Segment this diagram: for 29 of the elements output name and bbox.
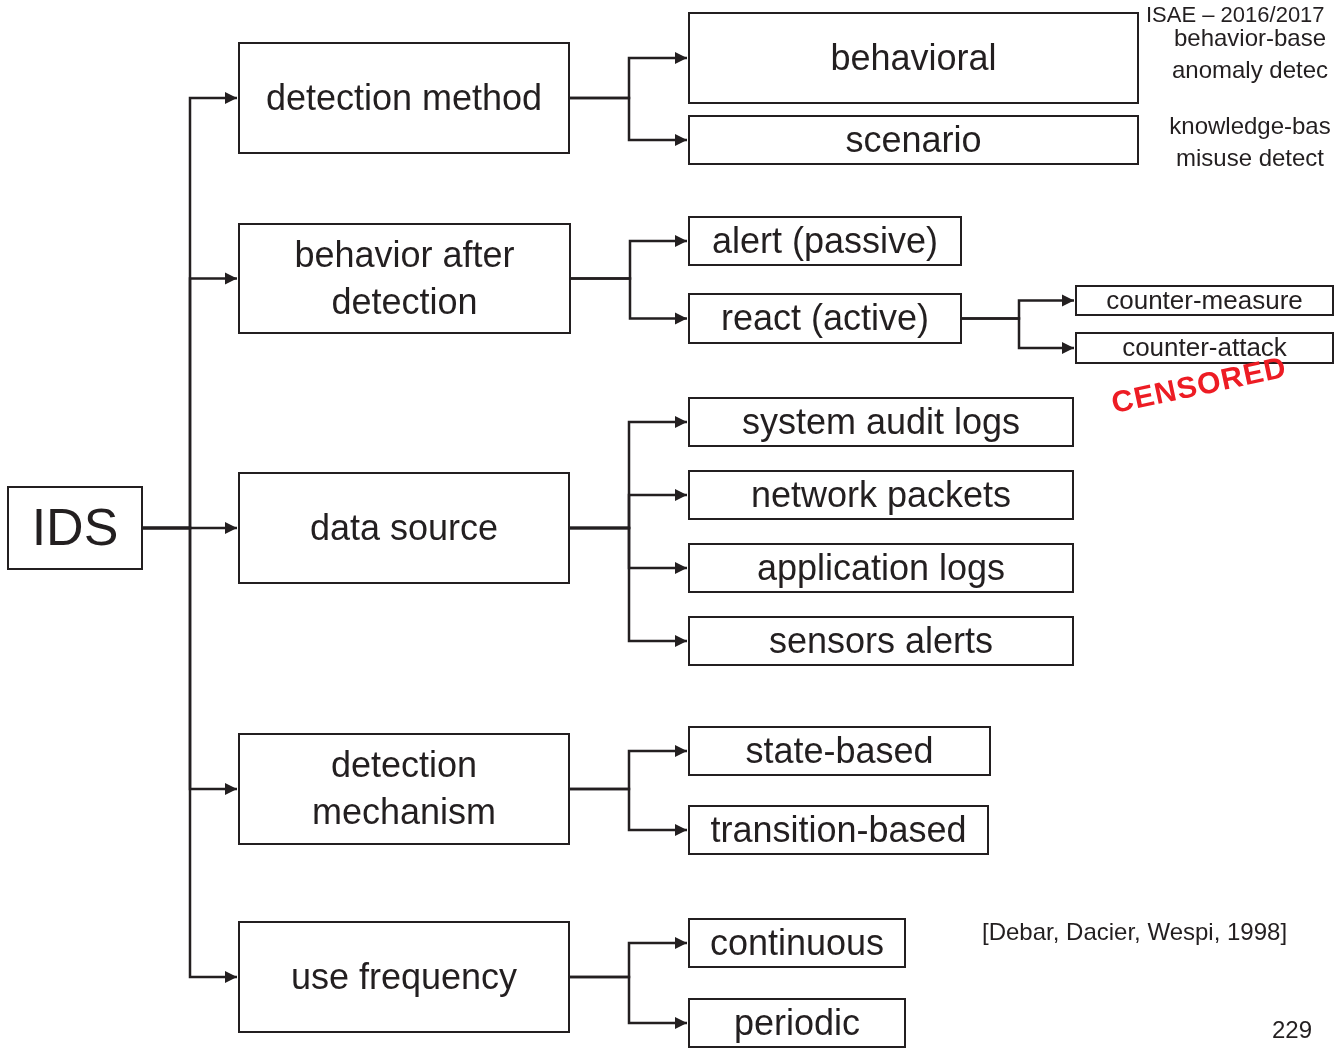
arrow — [962, 317, 1074, 355]
category-box: sensors alerts — [688, 616, 1074, 666]
category-box: IDS — [7, 486, 143, 570]
arrow — [570, 975, 687, 1030]
arrow — [571, 277, 687, 325]
note-text: 229 — [1272, 1016, 1313, 1044]
category-box: react (active) — [688, 293, 962, 344]
category-box: use frequency — [238, 921, 570, 1033]
category-box: continuous — [688, 918, 906, 968]
category-box: periodic — [688, 998, 906, 1048]
category-box: network packets — [688, 470, 1074, 520]
category-box: application logs — [688, 543, 1074, 593]
category-box: detection method — [238, 42, 570, 154]
category-box: behavior after detection — [238, 223, 571, 334]
category-box: detection mechanism — [238, 733, 570, 845]
arrow — [570, 96, 687, 147]
category-box: scenario — [688, 115, 1139, 165]
arrow — [143, 526, 237, 984]
category-box: transition-based — [688, 805, 989, 855]
note-text: [Debar, Dacier, Wespi, 1998] — [982, 918, 1288, 946]
category-box: system audit logs — [688, 397, 1074, 447]
category-box: alert (passive) — [688, 216, 962, 266]
category-box: behavioral — [688, 12, 1139, 104]
category-box: state-based — [688, 726, 991, 776]
arrow — [570, 787, 687, 837]
arrow — [570, 526, 687, 648]
category-box: counter-measure — [1075, 285, 1334, 316]
annotation-text: knowledge-bas misuse detect — [1168, 111, 1332, 174]
category-box: data source — [238, 472, 570, 584]
